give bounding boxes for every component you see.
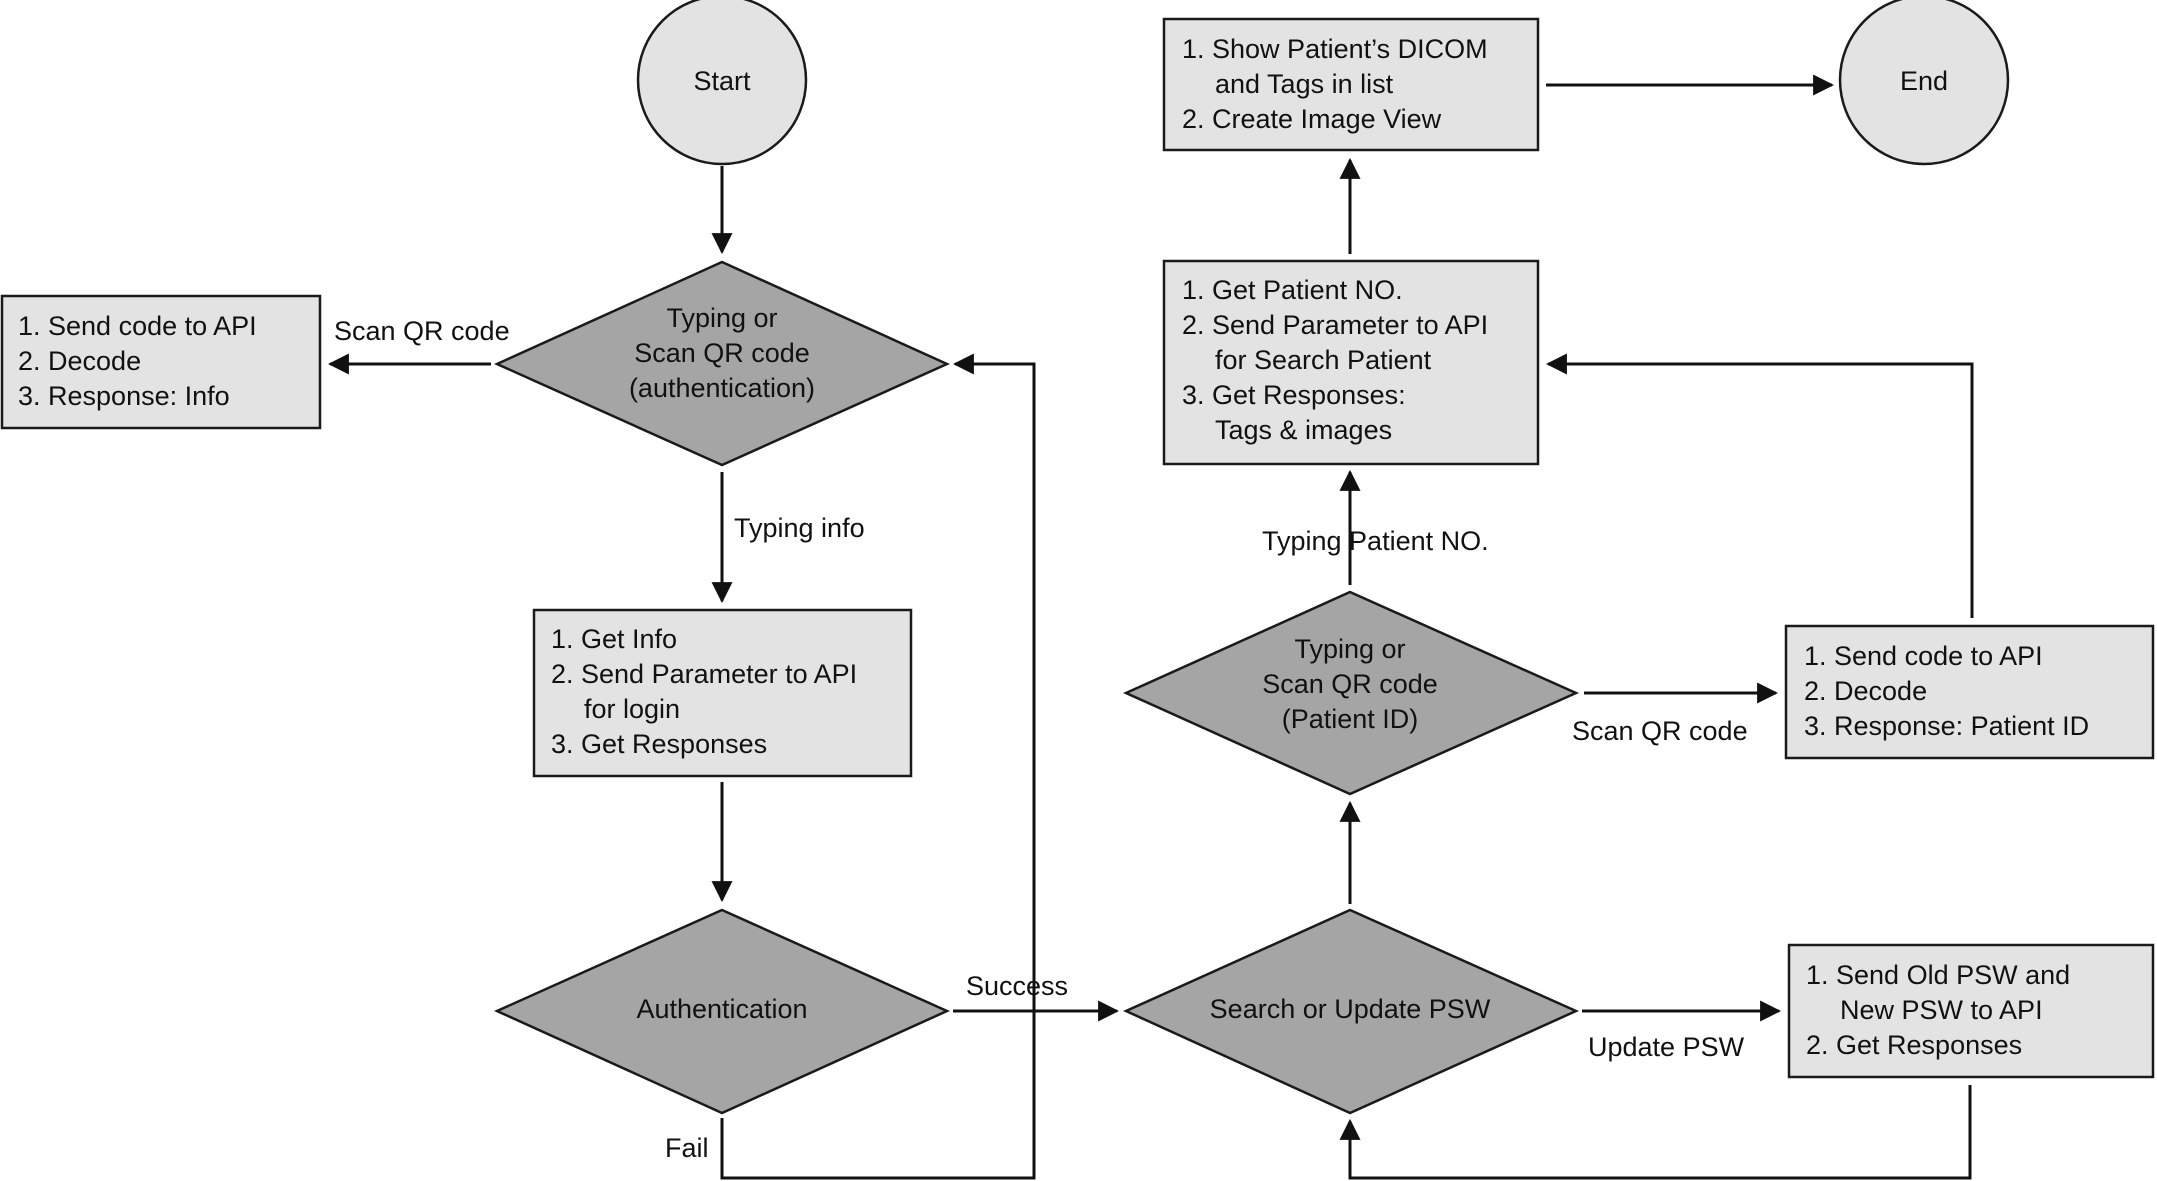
process-update-psw: 1. Send Old PSW and New PSW to API 2. Ge… xyxy=(1787,943,2155,1079)
decision-auth-input-line-2: Scan QR code xyxy=(634,338,810,368)
process-login: 1. Get Info 2. Send Parameter to API for… xyxy=(532,608,913,778)
process-qr-auth-line-3: 3. Response: Info xyxy=(18,381,230,411)
connector-update-psw-return xyxy=(1339,1085,1972,1180)
start-terminal: Start xyxy=(636,0,808,166)
process-login-line-2: 2. Send Parameter to API xyxy=(551,659,857,689)
process-login-line-4: 3. Get Responses xyxy=(551,729,767,759)
decision-auth-input: Typing or Scan QR code (authentication) xyxy=(493,260,951,467)
edge-label-scan-qr-patient: Scan QR code xyxy=(1572,716,1748,746)
process-update-psw-line-3: 2. Get Responses xyxy=(1806,1030,2022,1060)
process-qr-auth-line-1: 1. Send code to API xyxy=(18,311,257,341)
decision-search-or-update: Search or Update PSW xyxy=(1122,908,1580,1115)
edge-label-typing-patient-no: Typing Patient NO. xyxy=(1262,526,1489,556)
decision-auth-input-line-1: Typing or xyxy=(666,303,777,333)
decision-auth-input-line-3: (authentication) xyxy=(629,373,815,403)
decision-patient-input-line-2: Scan QR code xyxy=(1262,669,1438,699)
process-search-patient-line-4: 3. Get Responses: xyxy=(1182,380,1406,410)
edge-label-fail: Fail xyxy=(665,1133,709,1163)
decision-authentication: Authentication xyxy=(493,908,951,1115)
process-qr-patient-line-1: 1. Send code to API xyxy=(1804,641,2043,671)
process-qr-patient-line-2: 2. Decode xyxy=(1804,676,1927,706)
process-search-patient-line-5: Tags & images xyxy=(1215,415,1392,445)
process-update-psw-line-1: 1. Send Old PSW and xyxy=(1806,960,2070,990)
edge-label-success: Success xyxy=(966,971,1068,1001)
process-search-patient-line-1: 1. Get Patient NO. xyxy=(1182,275,1403,305)
end-label: End xyxy=(1900,66,1948,96)
decision-authentication-label: Authentication xyxy=(636,994,807,1024)
decision-patient-input-line-3: (Patient ID) xyxy=(1282,704,1419,734)
process-qr-auth: 1. Send code to API 2. Decode 3. Respons… xyxy=(0,294,322,430)
edge-label-typing-info: Typing info xyxy=(734,513,865,543)
start-label: Start xyxy=(693,66,751,96)
process-show-dicom-line-1: 1. Show Patient’s DICOM xyxy=(1182,34,1488,64)
process-qr-auth-line-2: 2. Decode xyxy=(18,346,141,376)
process-login-line-3: for login xyxy=(584,694,680,724)
process-login-line-1: 1. Get Info xyxy=(551,624,677,654)
process-search-patient: 1. Get Patient NO. 2. Send Parameter to … xyxy=(1162,259,1540,466)
process-show-dicom-line-3: 2. Create Image View xyxy=(1182,104,1442,134)
connector-qr-patient-to-search-patient xyxy=(1545,353,1974,618)
process-update-psw-line-2: New PSW to API xyxy=(1840,995,2043,1025)
process-qr-patient-line-3: 3. Response: Patient ID xyxy=(1804,711,2089,741)
connector-authentication-fail-loop xyxy=(720,353,1036,1180)
process-search-patient-line-3: for Search Patient xyxy=(1215,345,1432,375)
process-search-patient-line-2: 2. Send Parameter to API xyxy=(1182,310,1488,340)
process-show-dicom: 1. Show Patient’s DICOM and Tags in list… xyxy=(1162,17,1540,152)
end-terminal: End xyxy=(1838,0,2010,166)
decision-patient-input: Typing or Scan QR code (Patient ID) xyxy=(1122,590,1580,796)
edge-label-scan-qr-auth: Scan QR code xyxy=(334,316,510,346)
decision-search-or-update-label: Search or Update PSW xyxy=(1210,994,1491,1024)
edge-label-update-psw: Update PSW xyxy=(1588,1032,1745,1062)
decision-patient-input-line-1: Typing or xyxy=(1294,634,1405,664)
process-qr-patient: 1. Send code to API 2. Decode 3. Respons… xyxy=(1784,624,2155,760)
process-show-dicom-line-2: and Tags in list xyxy=(1215,69,1394,99)
